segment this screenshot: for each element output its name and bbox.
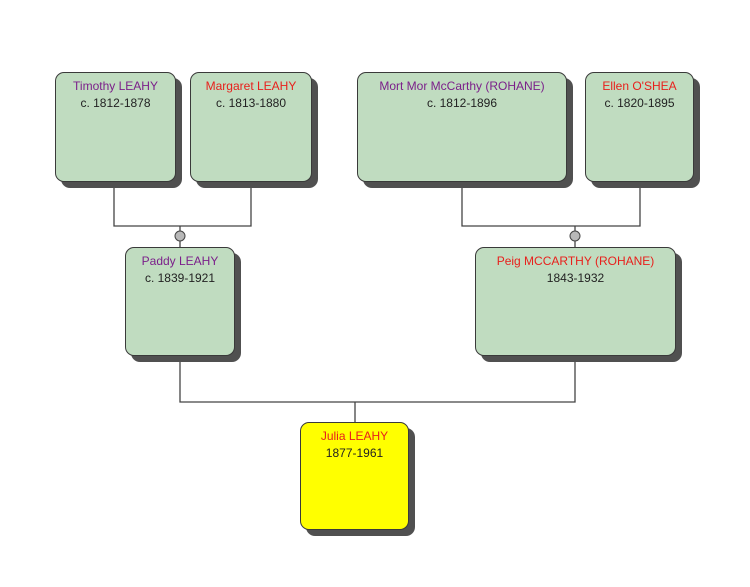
person-box-julia[interactable]: Julia LEAHY 1877-1961 — [300, 422, 409, 530]
person-dates: c. 1812-1896 — [426, 96, 498, 110]
person-name: Paddy LEAHY — [141, 254, 219, 268]
person-name: Peig MCCARTHY (ROHANE) — [496, 254, 655, 268]
person-dates: 1877-1961 — [325, 446, 384, 460]
person-dates: c. 1812-1878 — [80, 96, 151, 110]
marriage-node-icon — [174, 230, 186, 242]
person-box-margaret[interactable]: Margaret LEAHY c. 1813-1880 — [190, 72, 312, 182]
person-dates: c. 1839-1921 — [144, 271, 216, 285]
connector-mort-ellen — [461, 182, 641, 227]
person-dates: c. 1813-1880 — [215, 96, 287, 110]
person-dates: c. 1820-1895 — [604, 96, 675, 110]
person-name: Mort Mor McCarthy (ROHANE) — [379, 79, 545, 93]
person-box-mort[interactable]: Mort Mor McCarthy (ROHANE) c. 1812-1896 — [357, 72, 567, 182]
person-dates: 1843-1932 — [546, 271, 605, 285]
person-box-paddy[interactable]: Paddy LEAHY c. 1839-1921 — [125, 247, 235, 356]
person-box-peig[interactable]: Peig MCCARTHY (ROHANE) 1843-1932 — [475, 247, 676, 356]
marriage-node-icon — [569, 230, 581, 242]
person-name: Julia LEAHY — [320, 429, 389, 443]
person-name: Timothy LEAHY — [73, 79, 158, 93]
connector-paddy-peig — [179, 356, 576, 403]
person-box-timothy[interactable]: Timothy LEAHY c. 1812-1878 — [55, 72, 176, 182]
connector-timothy-margaret — [113, 182, 252, 227]
person-box-ellen[interactable]: Ellen O'SHEA c. 1820-1895 — [585, 72, 694, 182]
person-name: Margaret LEAHY — [205, 79, 297, 93]
person-name: Ellen O'SHEA — [602, 79, 677, 93]
